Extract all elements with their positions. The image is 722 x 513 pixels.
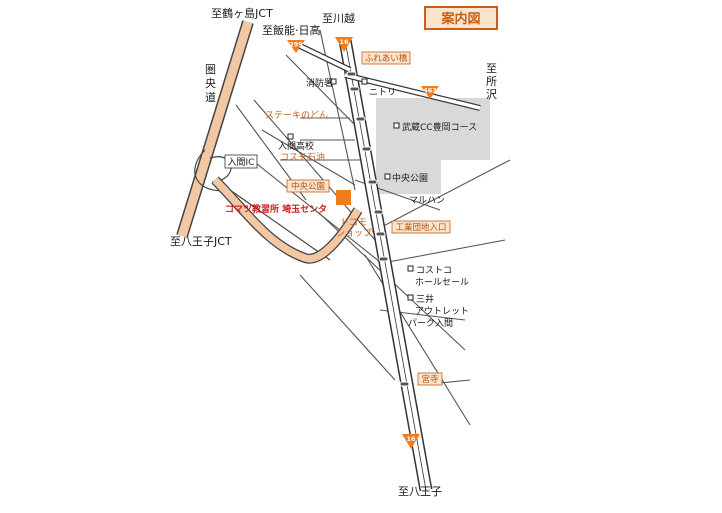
expressway [176,20,363,264]
landmark-nitori: ニトリ [361,78,396,98]
svg-text:入間高校: 入間高校 [278,140,314,152]
intersection-fureai [346,71,357,77]
label-to-hachioji: 至八王子 [398,485,442,498]
intersection-chuo-koen [367,179,378,185]
intersection-marker [373,209,384,215]
svg-text:463: 463 [423,87,437,95]
svg-text:消防署: 消防署 [306,77,333,89]
intersection-marker [378,256,389,262]
landmark-maruhan: マルハン [409,196,445,206]
intersection-cosmo [361,146,372,152]
intersection-miyadera [399,381,410,387]
label-to-tsurugashima: 至鶴ヶ島JCT [211,6,273,20]
svg-text:16: 16 [339,38,349,46]
label-to-hanno-hidaka: 至飯能·日高 [262,23,321,37]
landmark-mitsui-outlet: 三井 アウトレット パーク入間 [407,293,469,329]
route-299-road [296,42,352,73]
map-title: 案内図 [440,11,480,27]
landmark-cosmo-oil: コスモ石油 [280,151,325,163]
svg-text:ニトリ: ニトリ [369,88,396,98]
svg-text:ホールセール: ホールセール [415,277,469,288]
svg-text:299: 299 [289,41,303,49]
svg-text:16: 16 [406,435,416,443]
label-kenodo: 圏 央 道 [205,63,216,104]
svg-text:工業団地入口: 工業団地入口 [395,222,446,233]
svg-text:央: 央 [205,77,216,90]
svg-text:中央公園: 中央公園 [392,172,428,184]
intersection-kogyo [375,231,386,237]
svg-text:ふれあい橋: ふれあい橋 [365,53,408,64]
route-16-sign-north: 16 [335,37,353,52]
destination-label: コマツ教習所 埼玉センタ [225,203,327,215]
landmark-golf-course: 武蔵CC豊岡コース [393,121,477,133]
svg-text:ドコモ: ドコモ [340,218,367,228]
tag-miyadera: 宮寺 [417,372,443,386]
svg-text:圏: 圏 [205,63,216,76]
iruma-ic-label: 入間IC [224,154,258,169]
route-16-sign-south: 16 [402,434,420,449]
svg-text:アウトレット: アウトレット [415,306,469,317]
tag-fureai-bashi: ふれあい橋 [361,51,411,65]
tag-chuo-koen: 中央公園 [286,179,330,193]
svg-text:入間IC: 入間IC [228,157,255,168]
route-16-road [338,38,433,492]
label-to-hachioji-jct: 至八王子JCT [170,235,232,248]
svg-text:道: 道 [205,90,216,104]
landmark-fire-station: 消防署 [306,77,337,89]
svg-text:三井: 三井 [416,293,434,305]
landmark-costco: コストコ ホールセール [407,265,469,288]
landmark-central-park: 中央公園 [384,172,428,184]
svg-text:所: 所 [486,75,497,88]
svg-text:コストコ: コストコ [416,266,452,276]
map-title-box: 案内図 [424,6,498,30]
label-to-kawagoe: 至川越 [322,11,355,25]
tag-kogyo-danchi: 工業団地入口 [391,220,451,234]
svg-text:武蔵CC豊岡コース: 武蔵CC豊岡コース [402,121,477,133]
svg-text:ショップ: ショップ [336,228,372,239]
destination-marker [336,190,351,205]
svg-text:パーク入間: パーク入間 [408,318,453,329]
intersection-markers [346,71,410,387]
intersection-steak [355,116,366,122]
label-to-tokorozawa: 至 所 沢 [486,62,497,101]
landmark-docomo-shop: ドコモ ショップ [336,218,372,239]
route-299-sign: 299 [287,40,305,53]
landmark-iruma-high-school: 入間高校 [278,133,314,152]
landmark-steak-don: ステーキのどん [265,110,328,121]
route-463-sign: 463 [421,86,439,99]
svg-text:至: 至 [486,62,497,75]
intersection-marker [349,86,360,92]
svg-text:宮寺: 宮寺 [421,374,439,385]
svg-text:沢: 沢 [486,87,497,101]
svg-text:中央公園: 中央公園 [291,181,325,192]
